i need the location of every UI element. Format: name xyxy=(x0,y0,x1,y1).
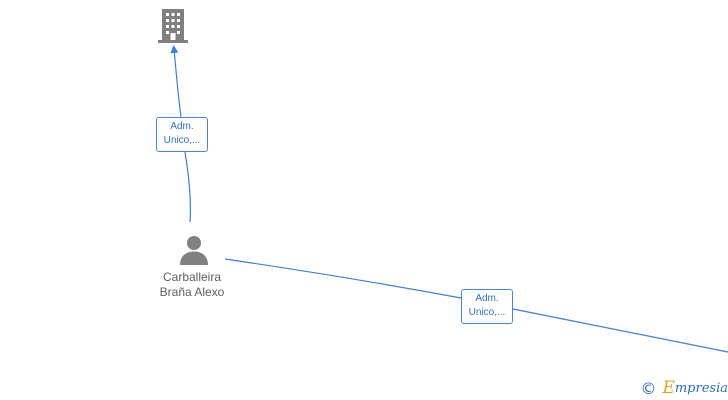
edge-label-line2: Unico,... xyxy=(163,135,201,146)
empresia-watermark: © E mpresia xyxy=(640,378,728,398)
edge-person-to-company[interactable] xyxy=(174,49,191,223)
edge-label-line2: Unico,... xyxy=(468,307,506,318)
brand-name: mpresia xyxy=(674,380,728,396)
building-icon[interactable] xyxy=(157,9,189,43)
edge-label-line1: Adm. xyxy=(475,293,499,304)
brand-initial: E xyxy=(662,378,675,398)
person-icon[interactable] xyxy=(178,235,210,265)
person-name-line1: Carballeira xyxy=(162,270,222,284)
edge-label-line1: Adm. xyxy=(170,121,194,132)
copyright-icon: © xyxy=(640,378,657,398)
edge-label-offscreen[interactable]: Adm. Unico,... xyxy=(461,289,513,324)
edge-person-to-offscreen[interactable] xyxy=(224,258,728,353)
person-name-line2: Braña Alexo xyxy=(159,285,225,299)
person-name[interactable]: Carballeira Braña Alexo xyxy=(132,270,252,300)
edge-label-company[interactable]: Adm. Unico,... xyxy=(156,117,208,152)
